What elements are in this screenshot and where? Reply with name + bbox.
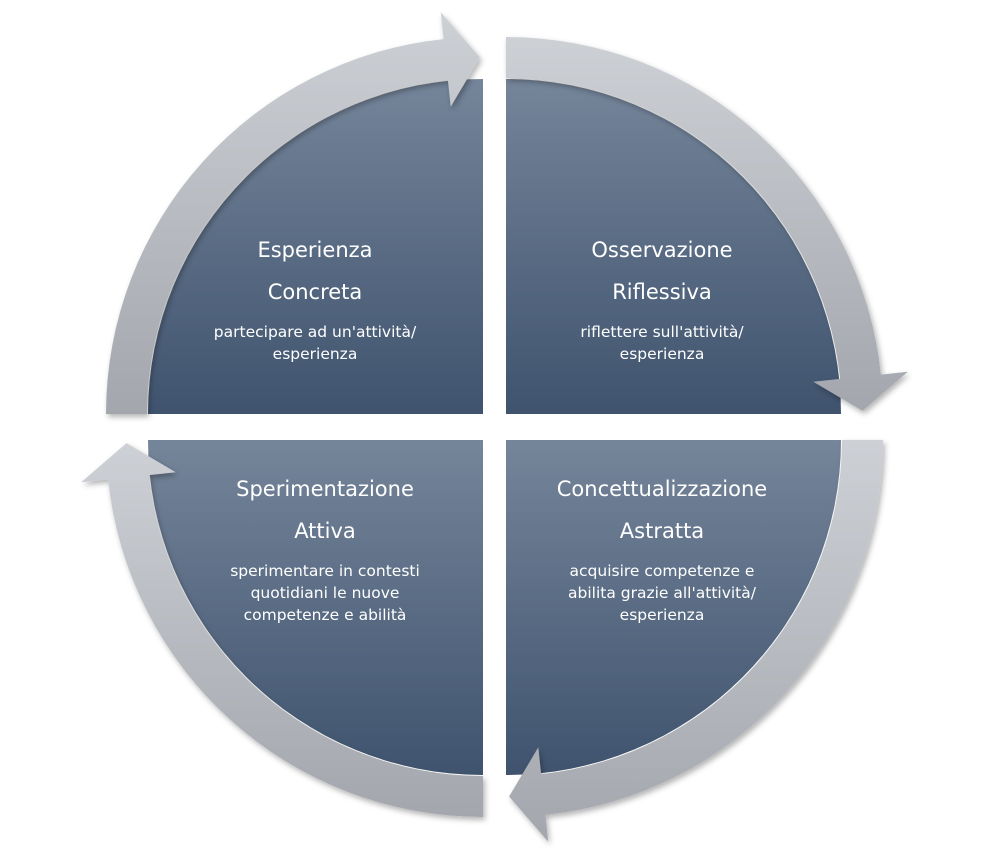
quadrant-description: esperienza — [272, 345, 358, 363]
quadrant-title: Riflessiva — [612, 280, 712, 304]
quadrant-title: Attiva — [294, 519, 356, 543]
quadrant-title: Osservazione — [591, 238, 733, 262]
quadrant-bottom-left — [148, 440, 483, 775]
cycle-arrow-icon — [506, 37, 908, 411]
quadrant-top-left — [148, 79, 483, 414]
quadrant-description: abilita grazie all'attività/ — [568, 584, 756, 602]
quadrant-concettualizzazione-astratta: Concettualizzazione Astratta acquisire c… — [512, 468, 812, 626]
quadrant-title: Sperimentazione — [236, 477, 414, 501]
quadrant-description: acquisire competenze e — [569, 562, 755, 580]
quadrant-description: partecipare ad un'attività/ — [213, 323, 417, 341]
quadrant-esperienza-concreta: Esperienza Concreta partecipare ad un'at… — [165, 229, 465, 365]
cycle-arrow-icon — [509, 440, 883, 842]
quadrant-description: esperienza — [619, 345, 705, 363]
quadrant-title: Astratta — [619, 519, 705, 543]
quadrant-description: competenze e abilità — [243, 606, 407, 624]
quadrant-bottom-right — [506, 440, 841, 775]
quadrant-sperimentazione-attiva: Sperimentazione Attiva sperimentare in c… — [175, 468, 475, 626]
quadrant-top-right — [506, 79, 841, 414]
quadrant-description: riflettere sull'attività/ — [580, 323, 744, 341]
quadrant-description: esperienza — [619, 606, 705, 624]
cycle-arrow-icon — [106, 12, 480, 414]
quadrant-title: Concreta — [267, 280, 363, 304]
quadrant-description: quotidiani le nuove — [250, 584, 400, 602]
quadrant-osservazione-riflessiva: Osservazione Riflessiva riflettere sull'… — [512, 229, 812, 365]
quadrant-description: sperimentare in contesti — [230, 562, 420, 580]
cycle-arrow-icon — [81, 443, 483, 817]
quadrant-title: Concettualizzazione — [556, 477, 768, 501]
quadrant-title: Esperienza — [257, 238, 373, 262]
